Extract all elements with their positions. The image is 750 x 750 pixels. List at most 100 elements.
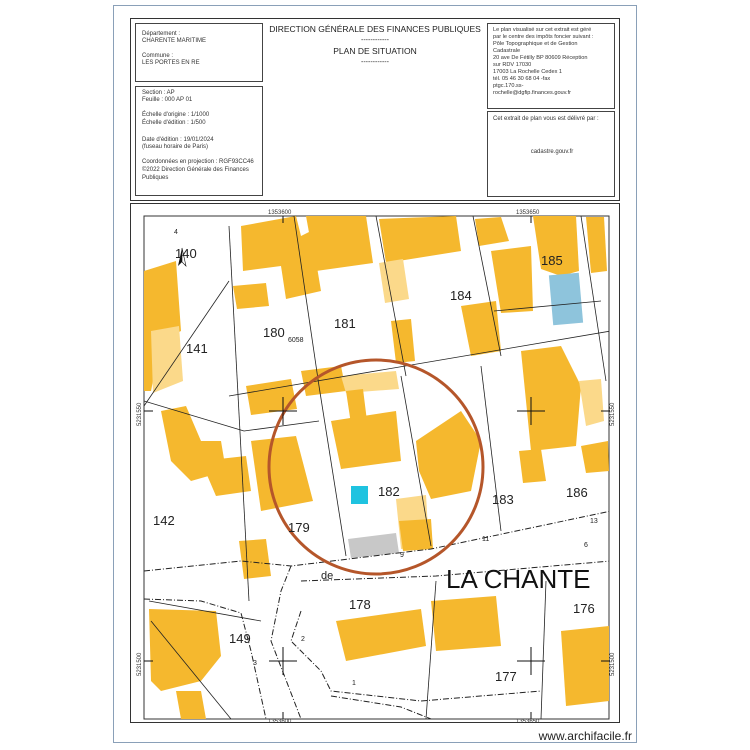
building-footprint (519, 449, 546, 483)
map-svg: 1401411421491761771781791801811821831841… (137, 210, 616, 723)
boundary-number: 6 (584, 542, 588, 549)
coord-bottom-right: 1353650 (516, 719, 540, 723)
boundary-number: 11 (482, 536, 489, 543)
boundary-number: 9 (400, 552, 404, 559)
header-title: DIRECTION GÉNÉRALE DES FINANCES PUBLIQUE… (269, 24, 481, 34)
north-arrow-icon (178, 247, 187, 267)
building-footprint (201, 456, 251, 496)
building-footprint (521, 346, 581, 451)
watermark: www.archifacile.fr (538, 729, 632, 743)
boundary-number: 13 (590, 518, 598, 525)
building-footprint (581, 441, 609, 473)
parcel-number: 179 (288, 520, 310, 535)
building-footprint (461, 301, 501, 356)
building-footprint (379, 259, 409, 303)
coord-top-left: 1353600 (268, 210, 292, 216)
building-footprint (475, 217, 509, 246)
header-sep-1: ------------ (361, 37, 389, 44)
building-footprint (176, 691, 206, 719)
building-footprint (239, 539, 271, 579)
section-text: Section : AP (142, 90, 175, 96)
site-circle (267, 358, 485, 576)
building-footprint (341, 371, 399, 393)
parcel-number: 177 (495, 669, 517, 684)
building-footprint (416, 411, 481, 499)
building-footprint (431, 596, 501, 651)
road-lines (144, 510, 609, 719)
echelle-origine: Échelle d'origine : 1/1000 (142, 112, 210, 118)
parcel-number: 142 (153, 513, 175, 528)
commune-box: Département : CHARENTE MARITIME Commune … (135, 23, 263, 82)
paved-area (348, 533, 399, 558)
building-footprint (301, 366, 346, 396)
header-title-block: DIRECTION GÉNÉRALE DES FINANCES PUBLIQUE… (265, 24, 485, 68)
coord-right-upper: 5231550 (610, 402, 616, 426)
parcel-number: 183 (492, 492, 514, 507)
parcel-number: 186 (566, 485, 588, 500)
commune-label: Commune : (142, 53, 174, 59)
building-footprint (491, 246, 533, 313)
building-footprint (241, 216, 321, 299)
center-impots-box: Le plan visualisé sur cet extrait est gé… (487, 23, 615, 109)
commune-value: LES PORTES EN RE (142, 60, 200, 66)
building-footprint (251, 436, 313, 511)
boundary-number: 1 (352, 680, 356, 687)
coord-right-lower: 5231500 (610, 652, 616, 676)
pool-icon (351, 486, 368, 504)
dept-value: CHARENTE MARITIME (142, 38, 207, 44)
echelle-edition: Échelle d'édition : 1/500 (142, 120, 206, 126)
street-fragment: de (321, 570, 333, 582)
building-footprint (149, 609, 221, 691)
pool-icon (548, 272, 584, 326)
boundary-number: 3 (253, 660, 257, 667)
coord-left-upper: 5231550 (137, 402, 143, 426)
building-footprint (246, 379, 297, 415)
parcel-lines (144, 216, 609, 719)
building-footprint (561, 626, 609, 706)
building-footprint (533, 216, 579, 276)
building-footprint (346, 389, 367, 424)
building-footprint (336, 609, 426, 661)
parcel-number: 141 (186, 341, 208, 356)
coord-bottom-left: 1353600 (268, 719, 292, 723)
copyright-text: ©2022 Direction Générale des Finances Pu… (142, 167, 249, 181)
header-sep-2: ------------ (361, 59, 389, 66)
delivery-label: Cet extrait de plan vous est délivré par… (493, 116, 599, 122)
parcel-number: 176 (573, 601, 595, 616)
parcel-number: 178 (349, 597, 371, 612)
section-box: Section : AP Feuille : 000 AP 01 Échelle… (135, 86, 263, 196)
coordonnees-text: Coordonnées en projection : RGF93CC46 (142, 159, 254, 165)
dept-label: Département : (142, 31, 181, 37)
grid-crosses (144, 216, 609, 719)
map-inner-frame (143, 215, 610, 720)
date-edition: Date d'édition : 19/01/2024 (142, 137, 214, 143)
street-name: LA CHANTE (446, 564, 591, 594)
center-impots-text: Le plan visualisé sur cet extrait est gé… (493, 27, 594, 96)
delivery-site: cadastre.gouv.fr (530, 149, 574, 155)
building-footprint (391, 319, 415, 363)
plan-title: PLAN DE SITUATION (333, 46, 417, 56)
feuille-text: Feuille : 000 AP 01 (142, 97, 193, 103)
parcel-number: 184 (450, 288, 472, 303)
building-footprint (331, 411, 401, 469)
parcel-number: 140 (175, 246, 197, 261)
delivery-box: Cet extrait de plan vous est délivré par… (487, 111, 615, 197)
parcel-number: 185 (541, 253, 563, 268)
building-footprint (399, 519, 433, 551)
parcel-number: 182 (378, 484, 400, 499)
building-footprint (586, 217, 607, 273)
building-footprint (379, 216, 461, 263)
building-footprint (306, 216, 373, 271)
parcel-number: 180 (263, 325, 285, 340)
parcel-number: 149 (229, 631, 251, 646)
building-footprint (233, 283, 269, 309)
building-footprint (579, 379, 604, 426)
coord-left-lower: 5231500 (137, 652, 143, 676)
boundary-number: 2 (301, 636, 305, 643)
parcel-number: 181 (334, 316, 356, 331)
coord-top-right: 1353650 (516, 210, 540, 216)
boundary-number: 4 (174, 229, 178, 236)
building-footprint (151, 326, 183, 393)
sub-parcel-label: 6058 (288, 337, 304, 344)
